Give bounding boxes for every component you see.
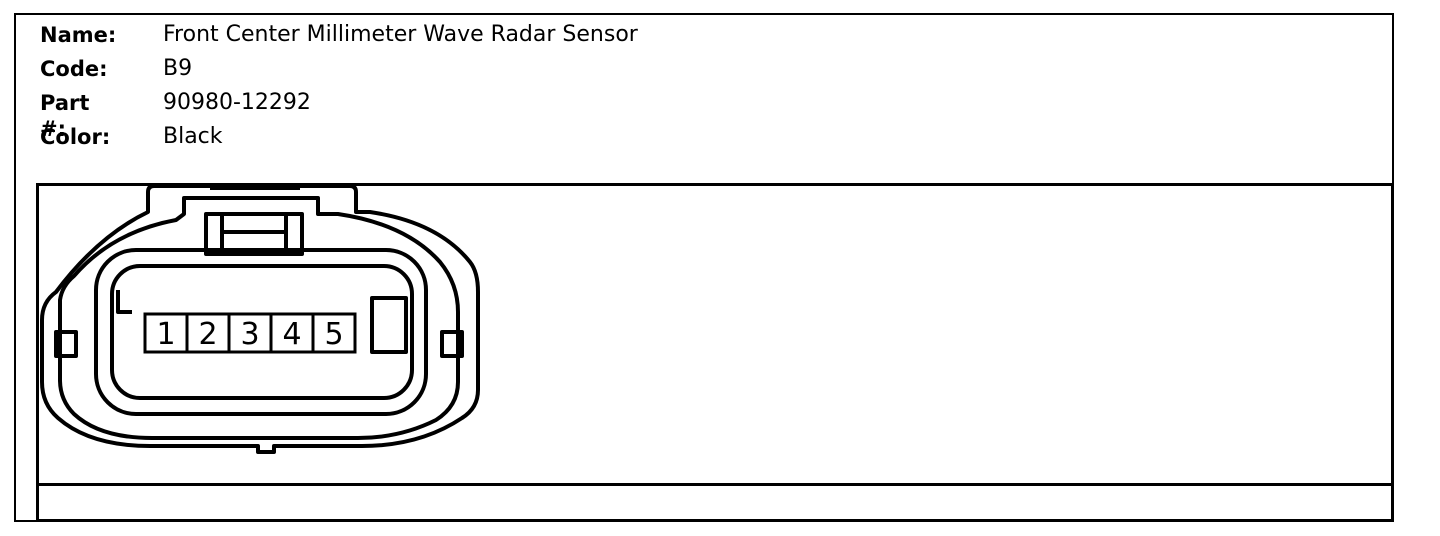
code-value: B9: [163, 56, 193, 81]
pin-cell-3: 3: [227, 312, 273, 354]
pin-number-2: 2: [198, 317, 217, 352]
pin-cell-2: 2: [185, 312, 231, 354]
code-label: Code:: [40, 57, 108, 81]
connector-diagram-box: [36, 183, 1394, 522]
diagram-footer-divider: [36, 483, 1394, 486]
right-lock-block: [370, 296, 408, 354]
inner-cavity: [94, 248, 428, 416]
pin-cell-1: 1: [143, 312, 189, 354]
right-key: [440, 330, 464, 358]
part-value: 90980-12292: [163, 90, 311, 115]
housing-inner-outline: [58, 196, 460, 440]
pin-cell-5: 5: [311, 312, 357, 354]
inner-cavity-lip: [110, 264, 414, 400]
part-label: Part #:: [40, 91, 90, 141]
color-label: Color:: [40, 125, 111, 149]
color-value: Black: [163, 124, 223, 149]
pin-number-3: 3: [240, 317, 259, 352]
latch-slot: [204, 212, 304, 256]
housing-outer-outline: [40, 184, 480, 454]
name-value: Front Center Millimeter Wave Radar Senso…: [163, 22, 638, 47]
pin-number-5: 5: [324, 317, 343, 352]
latch-tab: [220, 214, 288, 254]
name-label: Name:: [40, 23, 117, 47]
pin-number-4: 4: [282, 317, 301, 352]
pin-number-1: 1: [156, 317, 175, 352]
left-key: [54, 330, 78, 358]
left-guide: [116, 290, 132, 314]
pin-cell-4: 4: [269, 312, 315, 354]
